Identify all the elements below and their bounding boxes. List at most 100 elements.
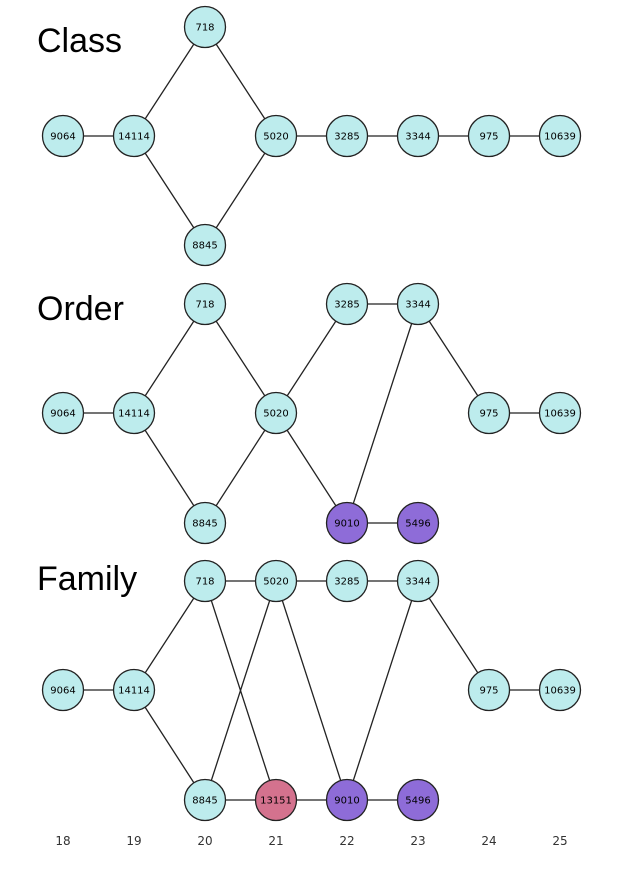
edge-718-5020	[204, 26, 277, 137]
node-975: 975	[467, 668, 511, 712]
x-axis-label: 20	[197, 834, 212, 848]
node-10639: 10639	[538, 668, 582, 712]
node-label: 718	[195, 23, 214, 34]
node-label: 3285	[334, 300, 359, 311]
node-9010: 9010	[325, 501, 369, 545]
node-3344: 3344	[396, 559, 440, 603]
node-9064: 9064	[41, 114, 85, 158]
node-circle	[325, 114, 369, 158]
node-14114: 14114	[112, 668, 156, 712]
node-5496: 5496	[396, 778, 440, 822]
node-9064: 9064	[41, 668, 85, 712]
x-axis-label: 24	[481, 834, 496, 848]
node-3285: 3285	[325, 282, 369, 326]
edge-718-5020	[204, 303, 277, 414]
node-label: 8845	[192, 796, 217, 807]
order-panel: Order 9064 14114 718 8845 5020 3285 9010 3344 549…	[37, 282, 582, 545]
node-circle	[254, 778, 298, 822]
node-circle	[183, 501, 227, 545]
node-circle	[183, 282, 227, 326]
node-label: 8845	[192, 241, 217, 252]
node-5020: 5020	[254, 114, 298, 158]
node-label: 10639	[544, 409, 576, 420]
node-5020: 5020	[254, 391, 298, 435]
node-circle	[396, 282, 440, 326]
order-panel-title: Order	[37, 290, 124, 328]
node-circle	[112, 114, 156, 158]
node-label: 14114	[118, 686, 150, 697]
edge-9010-3344	[346, 303, 419, 524]
node-5496: 5496	[396, 501, 440, 545]
node-label: 3285	[334, 577, 359, 588]
node-circle	[396, 778, 440, 822]
node-label: 10639	[544, 686, 576, 697]
node-label: 14114	[118, 132, 150, 143]
x-axis-label: 18	[55, 834, 70, 848]
node-label: 3285	[334, 132, 359, 143]
edge-5020-9010	[275, 412, 348, 524]
node-3344: 3344	[396, 114, 440, 158]
node-label: 3344	[405, 577, 430, 588]
edge-3344-975	[417, 580, 490, 691]
node-circle	[467, 668, 511, 712]
node-13151: 13151	[254, 778, 298, 822]
node-circle	[396, 114, 440, 158]
x-axis-label: 23	[410, 834, 425, 848]
x-axis-label: 25	[552, 834, 567, 848]
node-circle	[538, 391, 582, 435]
node-718: 718	[183, 559, 227, 603]
node-label: 9010	[334, 519, 359, 530]
node-label: 5496	[405, 796, 430, 807]
node-label: 718	[195, 300, 214, 311]
node-label: 5020	[263, 577, 288, 588]
edge-3344-975	[417, 303, 490, 414]
node-8845: 8845	[183, 223, 227, 267]
node-circle	[41, 668, 85, 712]
edge-8845-5020	[204, 135, 277, 246]
node-label: 8845	[192, 519, 217, 530]
node-circle	[467, 391, 511, 435]
node-975: 975	[467, 391, 511, 435]
node-718: 718	[183, 5, 227, 49]
node-circle	[254, 559, 298, 603]
x-axis-label: 21	[268, 834, 283, 848]
node-circle	[183, 559, 227, 603]
node-circle	[183, 5, 227, 49]
node-14114: 14114	[112, 391, 156, 435]
node-label: 3344	[405, 132, 430, 143]
node-label: 9064	[50, 409, 75, 420]
node-circle	[41, 391, 85, 435]
edge-14114-718	[133, 303, 206, 414]
node-circle	[396, 501, 440, 545]
node-label: 975	[479, 686, 498, 697]
node-label: 5020	[263, 132, 288, 143]
edge-14114-718	[133, 580, 206, 691]
node-circle	[325, 778, 369, 822]
order-edges	[63, 303, 560, 524]
node-5020: 5020	[254, 559, 298, 603]
node-label: 9064	[50, 132, 75, 143]
node-circle	[396, 559, 440, 603]
node-label: 3344	[405, 300, 430, 311]
node-label: 975	[479, 409, 498, 420]
node-label: 14114	[118, 409, 150, 420]
node-3285: 3285	[325, 559, 369, 603]
node-8845: 8845	[183, 501, 227, 545]
edge-14114-8845	[133, 135, 206, 246]
node-circle	[183, 223, 227, 267]
node-8845: 8845	[183, 778, 227, 822]
edge-5020-9010	[275, 580, 348, 801]
node-label: 975	[479, 132, 498, 143]
edge-5020-3285	[275, 303, 348, 414]
node-circle	[325, 282, 369, 326]
x-axis: 18 19 20 21 22 23 24 25	[55, 834, 567, 848]
node-14114: 14114	[112, 114, 156, 158]
node-label: 9010	[334, 796, 359, 807]
node-label: 9064	[50, 686, 75, 697]
node-circle	[254, 391, 298, 435]
x-axis-label: 22	[339, 834, 354, 848]
edge-9010-3344	[346, 580, 419, 801]
x-axis-label: 19	[126, 834, 141, 848]
node-9064: 9064	[41, 391, 85, 435]
